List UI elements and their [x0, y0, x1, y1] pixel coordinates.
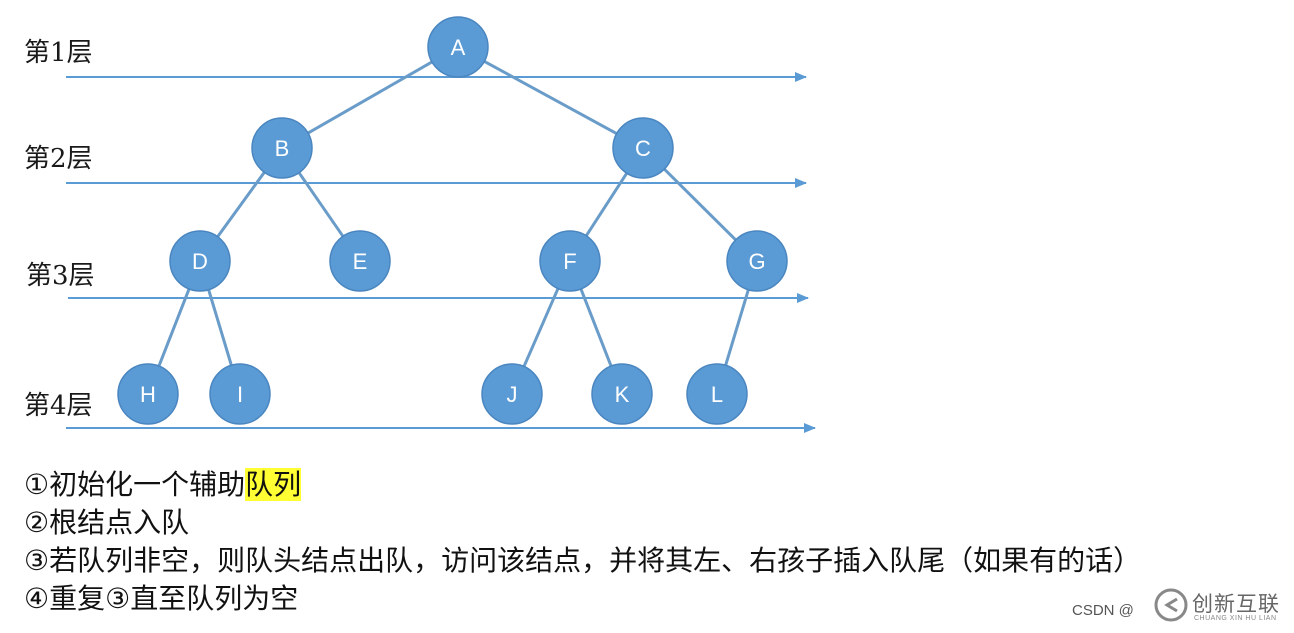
node-G-circle [726, 230, 788, 292]
node-C-circle [612, 117, 674, 179]
traversal-steps: ①初始化一个辅助队列 ②根结点入队 ③若队列非空，则队头结点出队，访问该结点，并… [24, 466, 1141, 618]
node-F: F [539, 230, 601, 292]
node-G-label: G [748, 249, 765, 274]
node-H-label: H [140, 382, 156, 407]
step-1: ①初始化一个辅助队列 [24, 466, 1141, 504]
node-A-label: A [451, 35, 466, 60]
edge-B-D [215, 169, 267, 240]
node-J-circle [481, 363, 543, 425]
node-D-circle [169, 230, 231, 292]
node-B-label: B [275, 136, 290, 161]
binary-tree-diagram: A B C D E F G H I J K L [66, 16, 816, 433]
node-E: E [329, 230, 391, 292]
csdn-watermark: CSDN @ [1072, 602, 1134, 619]
node-A: A [427, 16, 489, 78]
node-B: B [251, 117, 313, 179]
node-F-label: F [563, 249, 576, 274]
node-K-label: K [615, 382, 630, 407]
node-B-circle [251, 117, 313, 179]
level-1-label: 第1层 [24, 38, 93, 68]
node-I: I [209, 363, 271, 425]
node-J-label: J [507, 382, 518, 407]
brand-watermark: 创新互联 CHUANG XIN HU LIAN [1148, 580, 1294, 633]
step-3: ③若队列非空，则队头结点出队，访问该结点，并将其左、右孩子插入队尾（如果有的话） [24, 544, 1142, 577]
level-2-label: 第2层 [24, 144, 93, 174]
edge-D-I [206, 287, 234, 368]
node-C: C [612, 117, 674, 179]
node-A-circle [427, 16, 489, 78]
node-J: J [481, 363, 543, 425]
edge-A-B [305, 59, 435, 136]
node-L-label: L [711, 382, 723, 407]
node-K-circle [591, 363, 653, 425]
node-H-circle [117, 363, 179, 425]
step-2: ②根结点入队 [24, 506, 190, 539]
edge-A-C [481, 59, 620, 136]
brand-subtitle: CHUANG XIN HU LIAN [1194, 615, 1277, 622]
edge-F-J [521, 286, 561, 369]
node-E-circle [329, 230, 391, 292]
edge-G-L [723, 287, 751, 368]
brand-logo-icon [1154, 588, 1188, 622]
step-4: ④重复③直至队列为空 [24, 582, 299, 615]
node-C-label: C [635, 136, 651, 161]
node-L: L [686, 363, 748, 425]
node-E-label: E [353, 249, 368, 274]
node-G: G [726, 230, 788, 292]
step-1-highlight: 队列 [245, 468, 302, 501]
node-K: K [591, 363, 653, 425]
level-4-label: 第4层 [24, 391, 93, 421]
node-F-circle [539, 230, 601, 292]
edge-C-F [583, 170, 630, 239]
edge-F-K [578, 286, 614, 369]
level-3-label: 第3层 [26, 261, 95, 291]
node-H: H [117, 363, 179, 425]
brand-name: 创新互联 [1192, 592, 1280, 616]
node-L-circle [686, 363, 748, 425]
edge-D-H [156, 286, 192, 369]
edge-B-E [296, 170, 346, 239]
edge-C-G [661, 166, 739, 243]
node-I-circle [209, 363, 271, 425]
node-D-label: D [192, 249, 208, 274]
node-D: D [169, 230, 231, 292]
node-I-label: I [237, 382, 243, 407]
step-1-text: ①初始化一个辅助 [24, 468, 246, 501]
